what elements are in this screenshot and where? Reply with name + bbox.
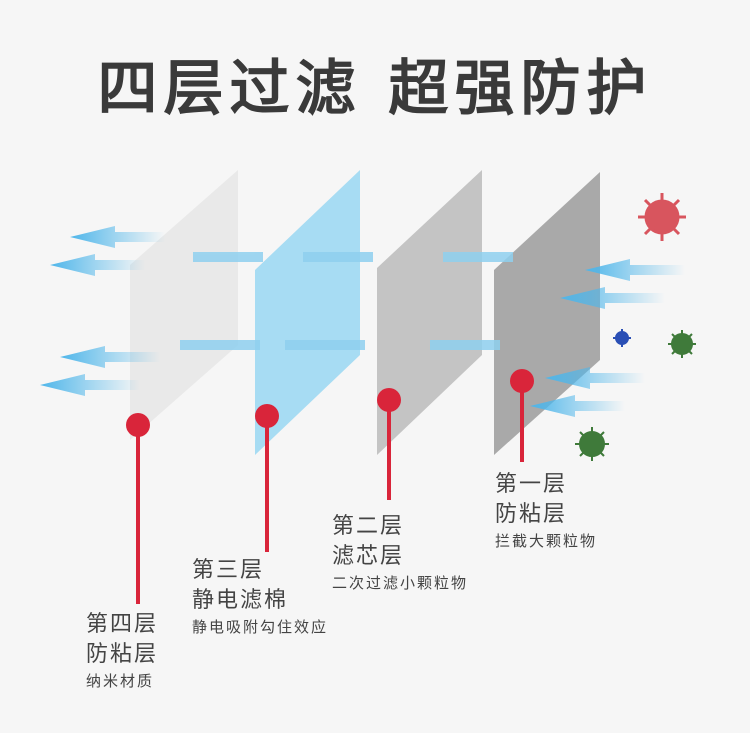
layer-3-label: 第三层 静电滤棉 静电吸附勾住效应 (192, 556, 328, 638)
layer-name: 第一层 (495, 472, 568, 497)
arrow-left-icon (40, 226, 165, 396)
layer-desc: 二次过滤小颗粒物 (332, 574, 469, 592)
virus-green-icon (668, 330, 696, 358)
layer-desc: 拦截大颗粒物 (495, 532, 598, 550)
layer-4-panel (130, 170, 238, 440)
callout-dot-2 (377, 388, 401, 412)
airflow-bars (180, 252, 513, 350)
layer-2-panel (377, 170, 482, 455)
callout-dot-4 (126, 413, 150, 437)
layer-name: 第三层 (192, 558, 265, 583)
layer-1-panel (494, 172, 600, 455)
virus-green-icon (575, 427, 609, 461)
virus-red-icon (638, 193, 686, 241)
layer-type: 滤芯层 (332, 544, 405, 569)
layer-type: 静电滤棉 (192, 588, 289, 613)
layer-4-label: 第四层 防粘层 纳米材质 (86, 610, 158, 692)
layer-type: 防粘层 (495, 502, 568, 527)
callout-dot-3 (255, 404, 279, 428)
layer-desc: 纳米材质 (86, 672, 155, 690)
page-title: 四层过滤 超强防护 (97, 54, 653, 124)
callout-dot-1 (510, 369, 534, 393)
layer-name: 第二层 (332, 514, 405, 539)
layer-3-panel (255, 170, 360, 455)
arrow-in-icon (530, 259, 685, 417)
layer-1-label: 第一层 防粘层 拦截大颗粒物 (495, 470, 597, 552)
layer-desc: 静电吸附勾住效应 (192, 618, 329, 636)
virus-blue-icon (613, 329, 631, 347)
layer-name: 第四层 (86, 612, 159, 637)
layer-2-label: 第二层 滤芯层 二次过滤小颗粒物 (332, 512, 468, 594)
layer-type: 防粘层 (86, 642, 159, 667)
